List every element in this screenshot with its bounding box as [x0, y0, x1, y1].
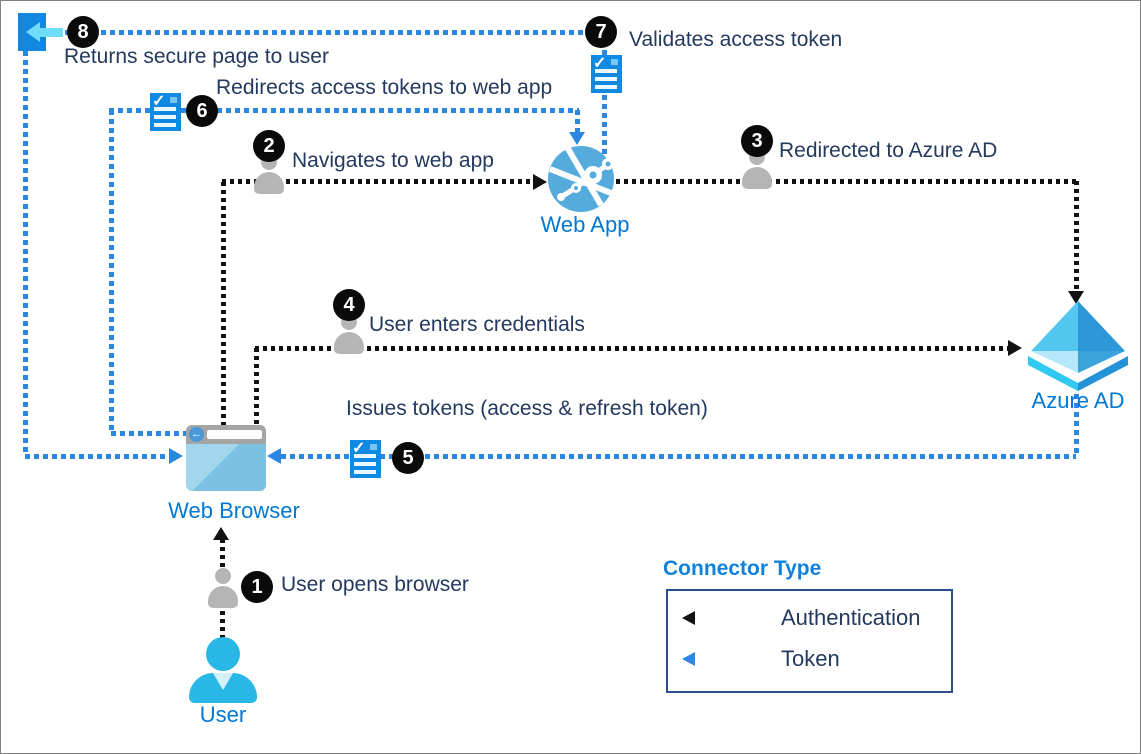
token-icon: ✓ [591, 55, 622, 93]
arrowhead-right-icon [533, 174, 547, 190]
step-label-1: User opens browser [281, 573, 469, 596]
person-body [208, 586, 238, 608]
token-square [370, 444, 377, 450]
token-icon: ✓ [350, 440, 381, 478]
token-lines [354, 454, 376, 475]
connector-token-step8-left [23, 51, 28, 456]
azure-ad-icon [1028, 301, 1128, 391]
step-badge-7: 7 [585, 16, 617, 48]
connector-token-step5-horizontal [281, 454, 1076, 459]
check-icon: ✓ [593, 55, 607, 72]
arrowhead-left-icon [267, 448, 281, 464]
legend-token-arrow-icon [682, 652, 695, 666]
azure-ad-label: Azure AD [1031, 388, 1125, 413]
connector-token-step6-left [109, 110, 114, 434]
web-browser-label: Web Browser [168, 498, 300, 523]
step-label-3: Redirected to Azure AD [779, 139, 998, 162]
return-arrowhead-icon [26, 22, 40, 42]
person-body [334, 332, 364, 354]
arrowhead-right-icon [169, 448, 183, 464]
connector-auth-step3-vertical [1074, 181, 1079, 292]
step-label-4: User enters credentials [369, 313, 585, 336]
browser-back-icon: ← [189, 427, 204, 442]
legend-title: Connector Type [663, 557, 822, 580]
connector-auth-step2-vertical [221, 182, 226, 425]
token-icon: ✓ [150, 93, 181, 131]
step-label-6: Redirects access tokens to web app [216, 76, 553, 99]
browser-viewport [186, 444, 266, 491]
step-badge-6: 6 [186, 95, 218, 127]
return-arrow-icon [39, 28, 63, 37]
step-label-8: Returns secure page to user [64, 45, 329, 68]
person-icon [207, 568, 239, 609]
step-label-2: Navigates to web app [292, 149, 494, 172]
token-square [170, 97, 177, 103]
connector-auth-step4-vertical [254, 348, 259, 426]
step-label-7: Validates access token [629, 28, 843, 51]
connector-auth-step2-horizontal [222, 179, 534, 184]
token-lines [595, 69, 617, 90]
connector-token-step6-top [109, 108, 579, 113]
connector-token-step5-vertical [1074, 394, 1079, 456]
arrowhead-up-icon [213, 527, 229, 540]
arrowhead-down-icon [569, 132, 585, 145]
web-app-label: Web App [540, 212, 630, 237]
token-square [611, 59, 618, 65]
user-collar [213, 673, 233, 690]
person-head [215, 568, 231, 584]
step-badge-8: 8 [67, 16, 99, 48]
user-icon [189, 637, 257, 703]
step-badge-2: 2 [253, 130, 285, 162]
step-badge-4: 4 [333, 289, 365, 321]
connector-token-step7 [602, 32, 607, 172]
step-badge-3: 3 [741, 125, 773, 157]
person-body [742, 167, 772, 189]
connector-auth-step4-horizontal [255, 346, 1009, 351]
token-lines [154, 107, 176, 128]
step-badge-5: 5 [392, 442, 424, 474]
arrowhead-right-icon [1008, 340, 1022, 356]
arrowhead-down-icon [1068, 291, 1084, 304]
web-browser-icon: ← [186, 425, 266, 491]
user-label: User [199, 702, 247, 727]
connector-token-step6-drop [575, 110, 580, 132]
legend-auth-label: Authentication [781, 605, 921, 630]
connector-auth-step3-horizontal [616, 179, 1078, 184]
legend-token-label: Token [781, 646, 840, 671]
connector-token-step6-bottom [111, 431, 187, 436]
check-icon: ✓ [352, 440, 366, 457]
check-icon: ✓ [152, 93, 166, 110]
browser-address-bar [207, 430, 262, 439]
connector-token-step8-bottom [25, 454, 169, 459]
user-head [206, 637, 240, 671]
legend-auth-arrow-icon [682, 611, 695, 625]
web-app-icon [548, 145, 614, 212]
connector-token-step8-top [47, 30, 605, 35]
person-body [254, 172, 284, 194]
step-label-5: Issues tokens (access & refresh token) [346, 397, 708, 420]
legend-box [666, 589, 953, 693]
step-badge-1: 1 [241, 571, 273, 603]
